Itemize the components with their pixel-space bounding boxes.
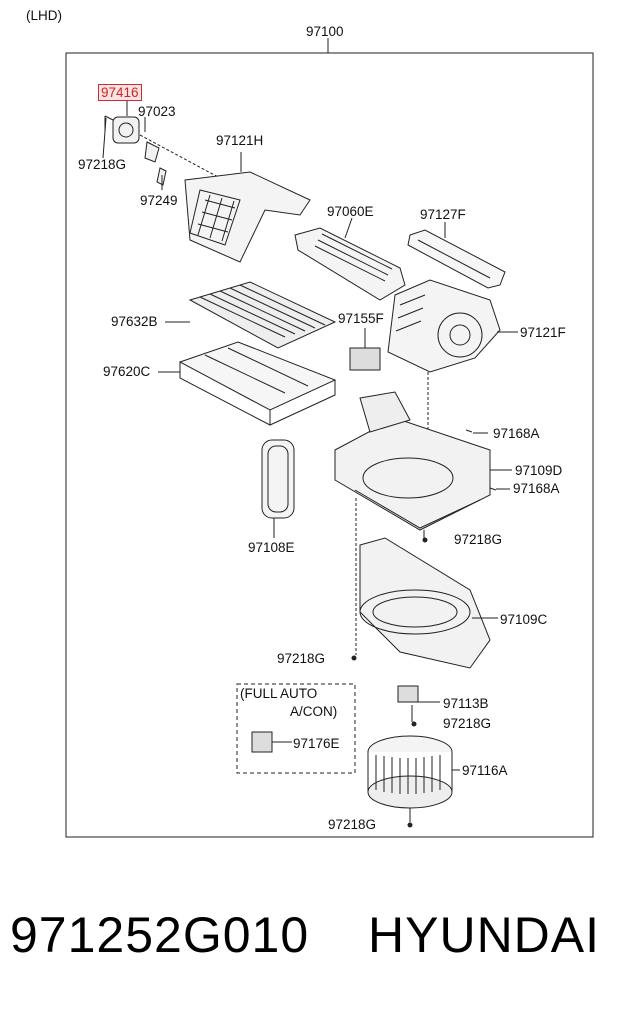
- part-label-97249[interactable]: 97249: [140, 193, 178, 208]
- part-label-97155f[interactable]: 97155F: [338, 311, 384, 326]
- assembly-frame: [65, 52, 594, 838]
- part-label-97109c[interactable]: 97109C: [500, 612, 548, 627]
- variant-tag: (LHD): [26, 8, 62, 23]
- resistor-97113b-drawing: [397, 685, 440, 722]
- unit-97176e-drawing: [251, 731, 292, 753]
- part-label-97060e[interactable]: 97060E: [327, 204, 374, 219]
- part-label-97168a[interactable]: 97168A: [493, 426, 540, 441]
- part-label-97121f[interactable]: 97121F: [520, 325, 566, 340]
- blower-97116a-drawing: [367, 735, 460, 822]
- part-label-97218g[interactable]: 97218G: [277, 651, 326, 666]
- frame-97620c-drawing: [158, 341, 337, 426]
- part-label-97023[interactable]: 97023: [138, 104, 176, 119]
- part-label-97218g[interactable]: 97218G: [78, 157, 127, 172]
- filter-97632b-drawing: [165, 281, 337, 349]
- duct-97121h-drawing: [184, 152, 311, 263]
- part-label-97176e[interactable]: 97176E: [293, 736, 340, 751]
- case-97109c-drawing: [359, 537, 498, 669]
- part-label-97632b[interactable]: 97632B: [111, 314, 158, 329]
- highlighted-part-label[interactable]: 97416: [98, 84, 142, 101]
- case-97109d-drawing: [334, 391, 512, 531]
- option-box-line1: (FULL AUTO: [240, 686, 318, 701]
- part-label-97218g[interactable]: 97218G: [328, 817, 377, 832]
- part-label-97108e[interactable]: 97108E: [248, 540, 295, 555]
- gasket-97127f-drawing: [407, 222, 506, 289]
- module-97155f-drawing: [349, 328, 381, 371]
- footer-part-number: 971252G010: [10, 907, 310, 963]
- seal-97108e-drawing: [261, 439, 295, 538]
- footer-brand: HYUNDAI: [368, 907, 601, 963]
- option-box-frame: [236, 683, 356, 774]
- part-label-97109d[interactable]: 97109D: [515, 463, 563, 478]
- part-label-97127f[interactable]: 97127F: [420, 207, 466, 222]
- assembly-number-label: 97100: [306, 24, 344, 39]
- part-label-97113b[interactable]: 97113B: [443, 696, 489, 711]
- part-label-97218g[interactable]: 97218G: [454, 532, 503, 547]
- part-label-97218g[interactable]: 97218G: [443, 716, 492, 731]
- part-label-97116a[interactable]: 97116A: [462, 763, 508, 778]
- part-label-97168a[interactable]: 97168A: [513, 481, 560, 496]
- cover-97060e-drawing: [294, 217, 406, 301]
- actuator-97416-drawing: [102, 98, 167, 190]
- part-label-97121h[interactable]: 97121H: [216, 133, 264, 148]
- option-box-line2: A/CON): [290, 704, 338, 719]
- part-label-97620c[interactable]: 97620C: [103, 364, 151, 379]
